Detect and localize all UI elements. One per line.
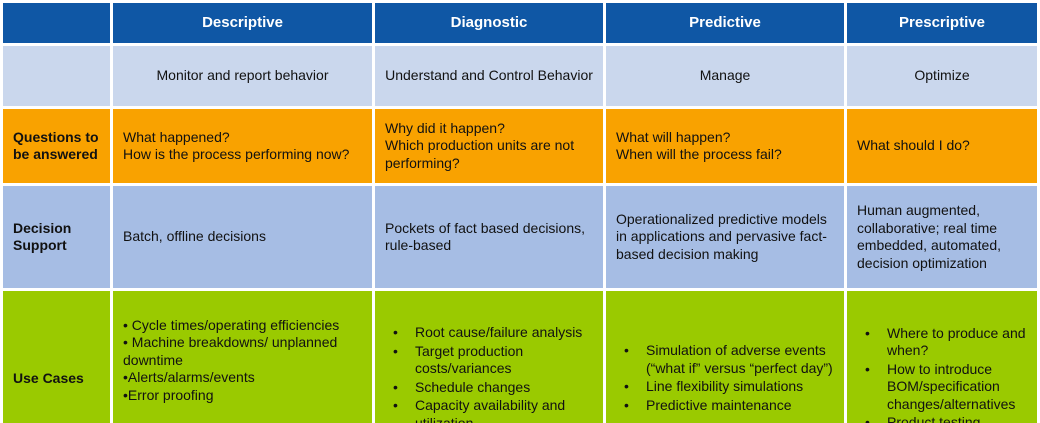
use-case-item: Simulation of adverse events (“what if” … [616, 342, 834, 377]
use-case-item: •Alerts/alarms/events [123, 369, 255, 385]
column-header-descriptive: Descriptive [113, 3, 372, 43]
subtitle-predictive: Manage [606, 46, 844, 106]
cell-questions-prescriptive: What should I do? [847, 109, 1037, 183]
use-case-item: • Cycle times/operating efficiencies [123, 316, 340, 333]
subtitle-blank-cell [3, 46, 110, 106]
cell-usecases-prescriptive: Where to produce and when?How to introdu… [847, 291, 1037, 423]
use-cases-row: Use Cases • Cycle times/operating effici… [3, 291, 1037, 423]
cell-decision-prescriptive: Human augmented, collaborative; real tim… [847, 186, 1037, 288]
use-case-item: Line flexibility simulations [616, 378, 834, 396]
column-header-prescriptive: Prescriptive [847, 3, 1037, 43]
column-header-predictive: Predictive [606, 3, 844, 43]
use-case-item: •Error proofing [123, 386, 214, 403]
use-case-list-predictive: Simulation of adverse events (“what if” … [616, 342, 834, 414]
corner-blank-cell [3, 3, 110, 43]
use-case-item: • Machine breakdowns/ unplanned downtime [123, 334, 338, 368]
use-case-list-diagnostic: Root cause/failure analysisTarget produc… [385, 324, 593, 423]
subtitle-prescriptive: Optimize [847, 46, 1037, 106]
subtitle-row: Monitor and report behavior Understand a… [3, 46, 1037, 106]
cell-questions-diagnostic: Why did it happen? Which production unit… [375, 109, 603, 183]
use-case-item: Target production costs/variances [385, 343, 593, 378]
subtitle-descriptive: Monitor and report behavior [113, 46, 372, 106]
use-case-item: Schedule changes [385, 379, 593, 397]
cell-usecases-descriptive: • Cycle times/operating efficiencies• Ma… [113, 291, 372, 423]
row-label-questions: Questions to be answered [3, 109, 110, 183]
use-case-item: How to introduce BOM/specification chang… [857, 361, 1027, 414]
use-case-item: Root cause/failure analysis [385, 324, 593, 342]
use-case-item: Product testing [857, 414, 1027, 423]
cell-decision-diagnostic: Pockets of fact based decisions, rule-ba… [375, 186, 603, 288]
use-case-item: Predictive maintenance [616, 397, 834, 415]
cell-usecases-predictive: Simulation of adverse events (“what if” … [606, 291, 844, 423]
cell-questions-predictive: What will happen? When will the process … [606, 109, 844, 183]
decision-support-row: Decision Support Batch, offline decision… [3, 186, 1037, 288]
column-header-row: Descriptive Diagnostic Predictive Prescr… [3, 3, 1037, 43]
use-case-list-prescriptive: Where to produce and when?How to introdu… [857, 325, 1027, 423]
column-header-diagnostic: Diagnostic [375, 3, 603, 43]
cell-questions-descriptive: What happened? How is the process perfor… [113, 109, 372, 183]
row-label-decision-support: Decision Support [3, 186, 110, 288]
cell-usecases-diagnostic: Root cause/failure analysisTarget produc… [375, 291, 603, 423]
questions-row: Questions to be answered What happened? … [3, 109, 1037, 183]
cell-decision-descriptive: Batch, offline decisions [113, 186, 372, 288]
use-case-list-descriptive: • Cycle times/operating efficiencies• Ma… [123, 317, 362, 405]
use-case-item: Capacity availability and utilization [385, 397, 593, 423]
row-label-use-cases: Use Cases [3, 291, 110, 423]
subtitle-diagnostic: Understand and Control Behavior [375, 46, 603, 106]
use-case-item: Where to produce and when? [857, 325, 1027, 360]
cell-decision-predictive: Operationalized predictive models in app… [606, 186, 844, 288]
